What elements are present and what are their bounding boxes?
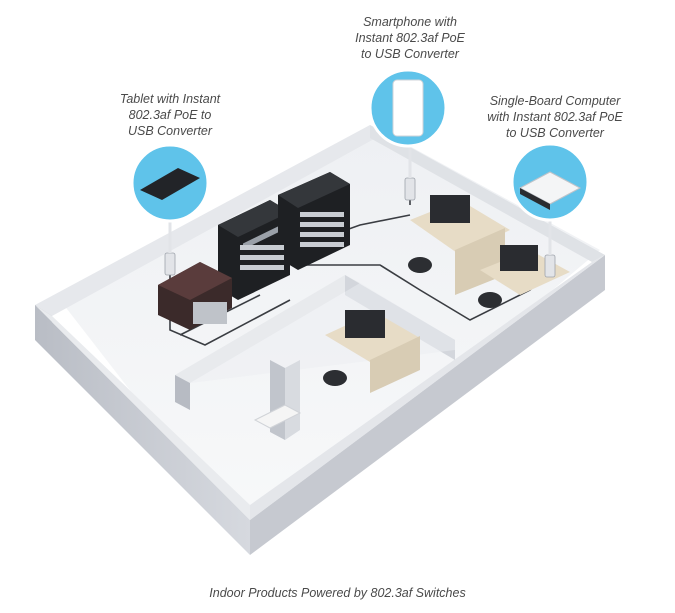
tablet-label: Tablet with Instant 802.3af PoE to USB C…: [119, 92, 221, 138]
desk-inner: [325, 310, 420, 393]
smartphone-bubble: [368, 68, 448, 148]
poe-converters: [164, 177, 556, 278]
office-chairs: [323, 257, 502, 386]
smartphone-icon: [392, 79, 424, 137]
smartphone-label: Smartphone with Instant 802.3af PoE to U…: [355, 15, 465, 61]
side-table: [253, 404, 302, 429]
tablet-bubble: [130, 143, 210, 223]
tablet-icon: [140, 168, 200, 200]
sbc-bubble: [510, 142, 590, 222]
rack-drive-bays: [240, 212, 344, 270]
outer-walls: [35, 125, 605, 555]
desk-right-1: [410, 195, 510, 295]
storage-cabinet: [158, 262, 232, 330]
caption: Indoor Products Powered by 802.3af Switc…: [209, 586, 466, 600]
sbc-label: Single-Board Computer with Instant 802.3…: [487, 94, 623, 140]
